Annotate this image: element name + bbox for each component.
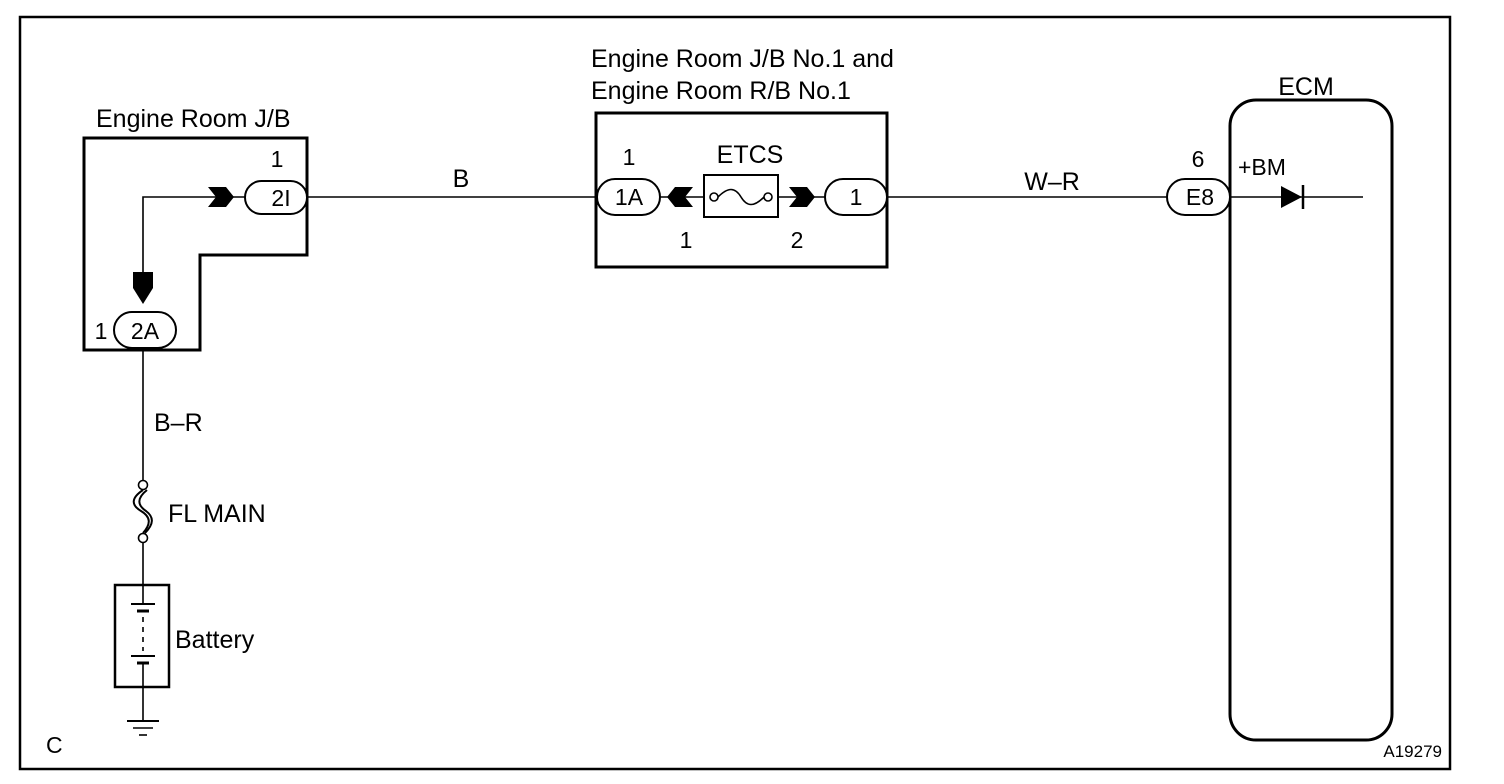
wire-wr-label: W–R [1024, 168, 1080, 196]
ecm-box [1228, 98, 1394, 742]
engine-room-jb: Engine Room J/B 2I 1 2A 1 [82, 105, 309, 352]
figure-id: A19279 [1383, 742, 1442, 761]
fusible-link-icon [138, 489, 153, 534]
connector-1-label: 1 [850, 184, 863, 210]
connector-2a [113, 311, 177, 349]
battery-box [113, 583, 171, 689]
fuse-pin-left: 1 [680, 227, 693, 253]
ecm-terminal-label: +BM [1238, 154, 1286, 180]
connector-arrow-icon [789, 187, 815, 207]
connector-2a-label: 2A [131, 318, 160, 344]
fuse-icon [717, 188, 765, 206]
diagram-frame [18, 15, 1452, 771]
connector-1a [596, 178, 661, 216]
connector-e8-pin: 6 [1192, 146, 1205, 172]
wire-b-label: B [453, 165, 470, 193]
connector-2a-pin: 1 [95, 318, 108, 344]
diode-icon [1281, 186, 1302, 208]
fusible-link-terminal [137, 479, 149, 491]
connector-2i-label: 2I [271, 185, 290, 211]
engine-room-jb-title: Engine Room J/B [96, 105, 291, 133]
battery: Battery [113, 583, 255, 689]
connector-arrow-icon [133, 272, 153, 304]
frame-corner-label: C [46, 732, 63, 758]
battery-label: Battery [175, 626, 255, 654]
engine-room-jb-no1: Engine Room J/B No.1 and Engine Room R/B… [591, 45, 894, 269]
connector-1a-label: 1A [615, 184, 644, 210]
fuse-etcs-label: ETCS [717, 141, 784, 169]
fuse-terminal [709, 192, 719, 202]
ecm: ECM E8 6 +BM [1166, 73, 1394, 742]
fusible-link-icon [132, 489, 150, 534]
connector-arrow-icon [667, 187, 693, 207]
connector-e8-label: E8 [1186, 184, 1214, 210]
fusible-link-label: FL MAIN [168, 500, 266, 528]
connector-arrow-icon [208, 187, 234, 207]
fusible-link-fl-main: FL MAIN [132, 479, 266, 544]
wire-br-label: B–R [154, 409, 203, 437]
ecm-title: ECM [1278, 73, 1334, 101]
engine-room-jb-box [82, 136, 309, 352]
engine-room-jb-no1-title-line1: Engine Room J/B No.1 and [591, 45, 894, 73]
engine-room-jb-no1-title-line2: Engine Room R/B No.1 [591, 77, 851, 105]
engine-room-jb-no1-box [594, 111, 889, 269]
engine-room-jb-internal-wire [142, 196, 246, 300]
connector-2i-pin: 1 [271, 146, 284, 172]
fusible-link-terminal [137, 532, 149, 544]
fuse-terminal [763, 192, 773, 202]
fuse-pin-right: 2 [791, 227, 804, 253]
ground-icon [127, 687, 159, 736]
connector-1a-pin: 1 [623, 144, 636, 170]
